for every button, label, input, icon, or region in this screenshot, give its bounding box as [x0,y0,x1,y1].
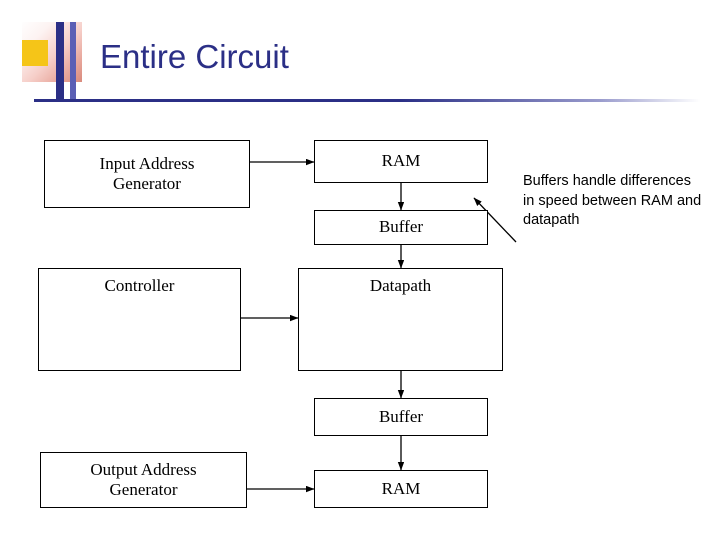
block-buffer-top-label: Buffer [378,217,424,237]
oag-line2: Generator [109,480,178,499]
title-divider [34,99,700,102]
block-ram-top-label: RAM [381,151,421,171]
block-controller[interactable]: Controller [38,268,241,371]
block-ram-top[interactable]: RAM [314,140,488,183]
block-output-address-generator[interactable]: Output Address Generator [40,452,247,508]
block-input-address-generator-label: Input Address Generator [100,154,195,195]
block-ram-bottom-label: RAM [381,478,421,498]
block-datapath-label: Datapath [369,276,432,295]
block-ram-bottom[interactable]: RAM [314,470,488,508]
block-controller-label: Controller [104,276,175,295]
title-yellow-square [22,40,48,66]
buffer-note-text: Buffers handle differences in speed betw… [523,173,702,229]
iag-line1: Input Address [99,153,195,173]
block-datapath[interactable]: Datapath [298,268,503,371]
oag-line1: Output Address [90,459,197,479]
title-blue-bar-dark [56,22,64,100]
block-buffer-bottom-label: Buffer [378,406,424,426]
block-output-address-generator-label: Output Address Generator [90,460,196,501]
block-buffer-bottom[interactable]: Buffer [314,398,488,436]
page-title: Entire Circuit [100,38,289,75]
iag-line2: Generator [113,174,181,193]
title-blue-bar-light [70,22,76,100]
block-buffer-top[interactable]: Buffer [314,210,488,245]
block-input-address-generator[interactable]: Input Address Generator [44,140,250,208]
